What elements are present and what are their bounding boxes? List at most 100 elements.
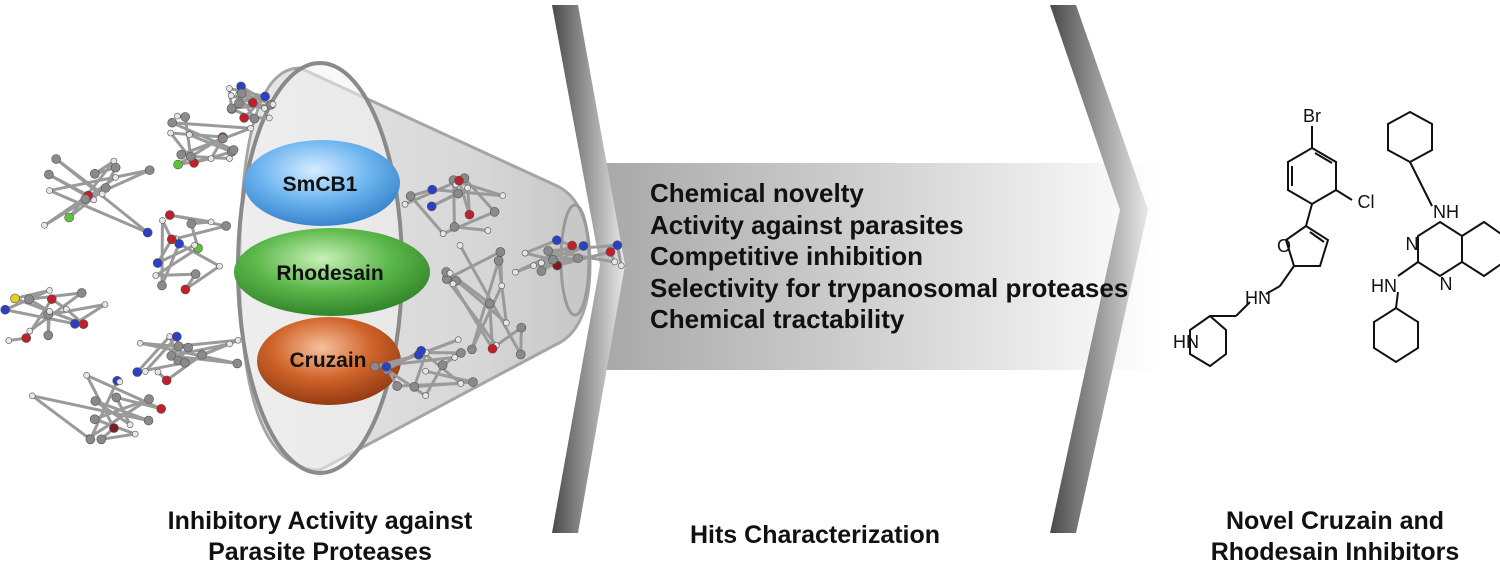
ligand-atom bbox=[216, 262, 223, 270]
ligand-bond bbox=[47, 303, 106, 317]
ligand-atom bbox=[405, 191, 416, 201]
ligand-atom bbox=[612, 240, 623, 251]
ligand-atom bbox=[260, 91, 270, 102]
target-rhodesain-label: Rhodesain bbox=[276, 262, 383, 285]
ligand-atom bbox=[21, 333, 32, 343]
ligand-atom bbox=[24, 294, 34, 305]
ligand-atom bbox=[70, 319, 80, 329]
ligand-atom bbox=[131, 430, 139, 438]
ligand-atom bbox=[43, 330, 54, 341]
ligand-atom bbox=[221, 221, 231, 231]
ligand-atom bbox=[173, 159, 183, 170]
ligand-atom bbox=[453, 188, 463, 199]
ligand-bond bbox=[160, 243, 181, 287]
caption-line: Parasite Proteases bbox=[208, 538, 432, 566]
criterion-item: Competitive inhibition bbox=[650, 241, 923, 271]
chemical-structure-1 bbox=[1189, 126, 1353, 368]
ligand-atom bbox=[454, 175, 464, 186]
ligand-atom bbox=[512, 268, 519, 276]
criterion-item: Chemical tractability bbox=[650, 304, 905, 334]
ligand-atom bbox=[484, 227, 492, 234]
ligand-atom bbox=[449, 280, 457, 288]
ligand-atom bbox=[446, 269, 454, 277]
ligand-atom bbox=[90, 169, 100, 179]
ligand-atom bbox=[207, 155, 215, 162]
ligand-bond bbox=[425, 369, 474, 384]
ligand-atom bbox=[226, 340, 233, 348]
ligand-atom bbox=[409, 381, 420, 392]
ligand-atom bbox=[26, 327, 34, 335]
ligand-bond bbox=[31, 394, 92, 441]
ligand-atom bbox=[611, 258, 618, 266]
ligand-atom bbox=[64, 212, 74, 223]
ligand-atom bbox=[46, 294, 57, 304]
ligand-bond bbox=[74, 303, 106, 326]
ligand-atom bbox=[80, 194, 91, 204]
ligand-atom bbox=[227, 92, 235, 99]
ligand-bond bbox=[470, 285, 504, 351]
ligand-bond bbox=[48, 189, 149, 234]
ligand-atom bbox=[484, 298, 495, 309]
criterion-item: Chemical novelty bbox=[650, 178, 864, 208]
ligand-bond bbox=[488, 303, 495, 349]
ligand-atom bbox=[166, 333, 173, 340]
ligand-atom bbox=[536, 266, 547, 276]
ligand-atom bbox=[370, 361, 380, 372]
ligand-atom bbox=[174, 238, 184, 249]
ligand-atom bbox=[468, 377, 478, 387]
ligand-atom bbox=[239, 113, 249, 123]
ligand-bond bbox=[451, 283, 494, 350]
ligand-atom bbox=[152, 258, 163, 268]
ligand-atom bbox=[101, 301, 109, 308]
ligand-bond bbox=[28, 291, 83, 333]
ligand-atom bbox=[449, 222, 460, 232]
atom-hn-linker: HN bbox=[1245, 288, 1271, 308]
ligand-atom bbox=[467, 344, 477, 355]
ligand-atom bbox=[516, 322, 527, 333]
ligand-atom bbox=[401, 200, 409, 208]
ligand-atom bbox=[573, 253, 583, 264]
ligand-atom bbox=[427, 184, 438, 195]
ligand-atom bbox=[456, 242, 464, 249]
ligand-bond bbox=[497, 260, 508, 323]
ligand-bond bbox=[144, 335, 178, 373]
ligand-bond bbox=[409, 195, 445, 235]
ligand-atom bbox=[451, 354, 459, 361]
ligand-atom bbox=[78, 319, 89, 329]
ligand-atom bbox=[191, 241, 198, 249]
ligand-atom bbox=[218, 133, 228, 144]
ligand-atom bbox=[261, 105, 268, 112]
ligand-atom bbox=[176, 149, 187, 160]
ligand-bond bbox=[139, 341, 238, 365]
ligand-atom bbox=[197, 349, 207, 360]
ligand-atom bbox=[521, 249, 529, 257]
ligand-atom bbox=[10, 293, 20, 304]
atom-nh: NH bbox=[1433, 202, 1459, 222]
ligand-atom bbox=[154, 368, 162, 376]
chevron-arrow-1 bbox=[552, 5, 625, 533]
ligand-atom bbox=[489, 207, 500, 217]
criterion-item: Selectivity for trypanosomal proteases bbox=[650, 272, 1129, 303]
ligand-atom bbox=[183, 342, 193, 353]
ligand-atom bbox=[90, 396, 101, 406]
atom-hn-piperidine: HN bbox=[1173, 332, 1199, 352]
ligand-atom bbox=[464, 209, 475, 220]
ligand-atom bbox=[116, 378, 124, 386]
ligand-atom bbox=[28, 392, 36, 400]
ligand-atom bbox=[156, 404, 166, 414]
ligand-atom bbox=[248, 97, 258, 108]
ligand-bond bbox=[452, 180, 456, 227]
ligand-atom bbox=[499, 192, 507, 199]
target-smcb1-label: SmCB1 bbox=[283, 173, 358, 196]
caption-inhibitory-activity: Inhibitory Activity against Parasite Pro… bbox=[120, 506, 520, 568]
ligand-atom bbox=[234, 336, 242, 344]
ligand-atom bbox=[605, 247, 616, 257]
ligand-atom bbox=[157, 280, 167, 291]
ligand-atom bbox=[226, 103, 237, 114]
ligand-atom bbox=[41, 222, 48, 229]
ligand-atom bbox=[439, 230, 447, 237]
ligand-atom bbox=[186, 131, 193, 138]
ligand-bond bbox=[89, 380, 119, 440]
ligand-atom bbox=[89, 414, 100, 424]
ligand-atom bbox=[548, 254, 558, 265]
